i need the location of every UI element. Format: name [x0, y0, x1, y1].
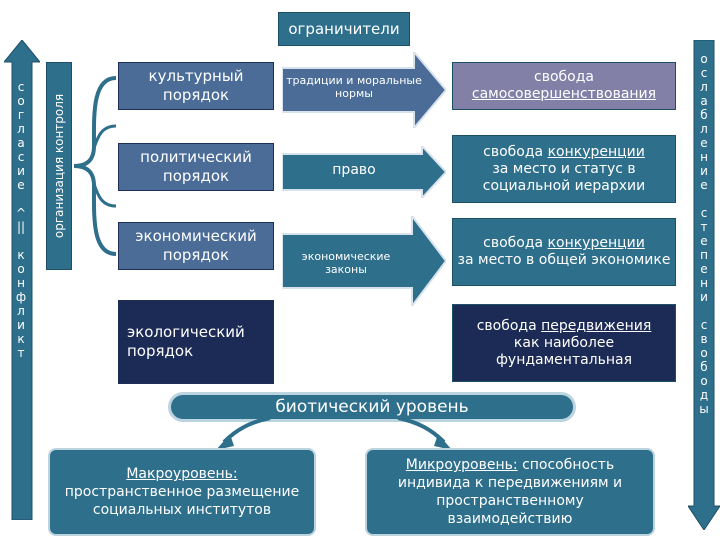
consent-conflict-label: с о г л а с и е ^ || к о н ф л и к т [15, 80, 27, 360]
cultural-order-box: культурный порядок [118, 62, 274, 110]
biotic-level-banner: биотический уровень [168, 392, 576, 422]
freedom-2-underlined: конкуренции [547, 143, 645, 160]
brace-connector [73, 76, 117, 256]
control-label-wrap: организация контроля [46, 62, 72, 270]
law-arrow-label: право [332, 162, 376, 178]
macro-title: Макроуровень: [126, 466, 238, 482]
micro-text: способность индивида к передвижениям и п… [397, 457, 623, 527]
macro-level-box: Макроуровень: пространственное размещени… [48, 448, 316, 536]
right-down-arrow-icon [688, 40, 720, 530]
left-up-arrow-icon [4, 40, 40, 520]
economic-laws-arrow-icon [282, 216, 446, 306]
freedom-movement-box: свобода передвижения как наиболее фундам… [452, 304, 676, 382]
freedom-self-improvement-box: свобода самосовершенствования [452, 62, 676, 110]
traditions-arrow-label: традиции и моральные нормы [286, 74, 422, 100]
macro-text: пространственное размещение социальных и… [64, 484, 300, 518]
political-order-box: политический порядок [118, 143, 274, 191]
traditions-arrow-icon [282, 52, 446, 128]
weakening-freedom-label: о с л а б л е н и е с т е п е н и с в о … [699, 52, 709, 416]
control-bar [46, 62, 72, 270]
law-arrow-icon [282, 146, 446, 198]
freedom-1-line2: самосовершенствования [471, 86, 657, 102]
freedom-competition-economy-box: свобода конкуренции за место в общей эко… [452, 218, 676, 286]
left-curved-arrow-icon [216, 416, 271, 450]
economic-laws-arrow-label: экономические законы [301, 250, 391, 276]
freedom-3-post: за место в общей экономике [457, 252, 671, 268]
freedom-3-underlined: конкуренции [547, 235, 645, 251]
freedom-2-post: за место и статус в социальной иерархии [482, 160, 646, 194]
control-label: организация контроля [52, 93, 66, 239]
freedom-competition-status-box: свобода конкуренции за место и статус в … [452, 135, 676, 203]
freedom-2-pre: свобода [483, 143, 548, 160]
limiters-title: ограничители [278, 12, 410, 46]
freedom-1-line1: свобода [534, 69, 594, 85]
freedom-3-pre: свобода [483, 235, 548, 251]
freedom-4-pre: свобода [476, 317, 542, 334]
freedom-4-post: как наиболее фундаментальная [495, 334, 633, 368]
freedom-4-underlined: передвижения [541, 317, 652, 334]
economic-order-box: экономический порядок [118, 222, 274, 270]
right-curved-arrow-icon [397, 416, 452, 450]
micro-title: Микроуровень: [405, 457, 518, 473]
ecological-order-box: экологический порядок [118, 300, 274, 384]
micro-level-box: Микроуровень: способность индивида к пер… [365, 448, 655, 536]
